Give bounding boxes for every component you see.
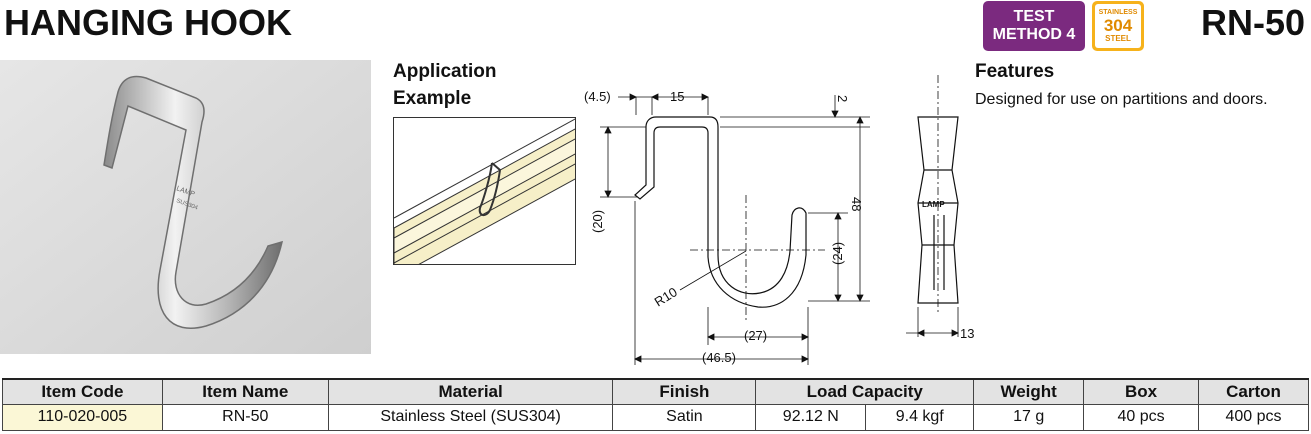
cell-box: 40 pcs (1083, 403, 1200, 431)
dim-r10: R10 (652, 284, 680, 309)
header-carton: Carton (1198, 378, 1309, 405)
header-weight: Weight (973, 378, 1085, 405)
cell-carton: 400 pcs (1198, 403, 1309, 431)
dim-46-5: (46.5) (702, 350, 736, 365)
page-title: HANGING HOOK (4, 2, 292, 43)
features-heading: Features (975, 61, 1055, 82)
cell-load-kgf: 9.4 kgf (865, 403, 975, 431)
cell-load-n: 92.12 N (755, 403, 867, 431)
badge-test-line1: TEST (1013, 8, 1055, 25)
cell-material: Stainless Steel (SUS304) (327, 403, 614, 431)
header-finish: Finish (612, 378, 757, 405)
side-mark: LAMP (922, 200, 945, 209)
technical-drawing-side: LAMP 13 (906, 75, 974, 341)
badge-test-line2: METHOD 4 (992, 26, 1076, 43)
test-method-badge: TEST METHOD 4 (983, 1, 1085, 51)
header-load-capacity: Load Capacity (755, 378, 975, 405)
features-description: Designed for use on partitions and doors… (975, 91, 1268, 108)
application-label-line1: Application (393, 61, 497, 82)
header-item-code: Item Code (2, 378, 163, 405)
application-example-illustration (393, 117, 576, 265)
dim-20: (20) (590, 210, 605, 233)
stainless-304-badge: STAINLESS 304 STEEL (1092, 1, 1144, 51)
badge-steel-line3: STEEL (1105, 34, 1131, 43)
dim-24: (24) (830, 242, 845, 265)
application-label-line2: Example (393, 88, 472, 109)
badge-steel-line2: 304 (1103, 16, 1133, 35)
table-header-row: Item Code Item Name Material Finish Load… (2, 378, 1309, 405)
dim-13: 13 (960, 326, 974, 341)
badge-steel-line1: STAINLESS (1098, 9, 1138, 16)
dim-48: 48 (849, 197, 864, 211)
product-photo: LAMP SUS304 (0, 60, 371, 354)
cell-item-code: 110-020-005 (2, 403, 163, 431)
technical-drawing-front: (4.5) 15 2 (20) 48 (24) R10 (27) (46.5) (584, 89, 870, 365)
header-material: Material (327, 378, 614, 405)
application-example-label: Application Example (393, 58, 496, 112)
header-box: Box (1083, 378, 1200, 405)
cell-finish: Satin (612, 403, 757, 431)
spec-table: Item Code Item Name Material Finish Load… (2, 378, 1309, 431)
table-row: 110-020-005 RN-50 Stainless Steel (SUS30… (2, 403, 1309, 431)
cell-weight: 17 g (973, 403, 1085, 431)
dim-27: (27) (744, 328, 767, 343)
header-item-name: Item Name (161, 378, 329, 405)
model-number: RN-50 (1200, 2, 1305, 43)
cell-item-name: RN-50 (161, 403, 329, 431)
dim-2: 2 (835, 95, 850, 102)
dim-15: 15 (670, 89, 684, 104)
dim-4-5: (4.5) (584, 89, 611, 104)
